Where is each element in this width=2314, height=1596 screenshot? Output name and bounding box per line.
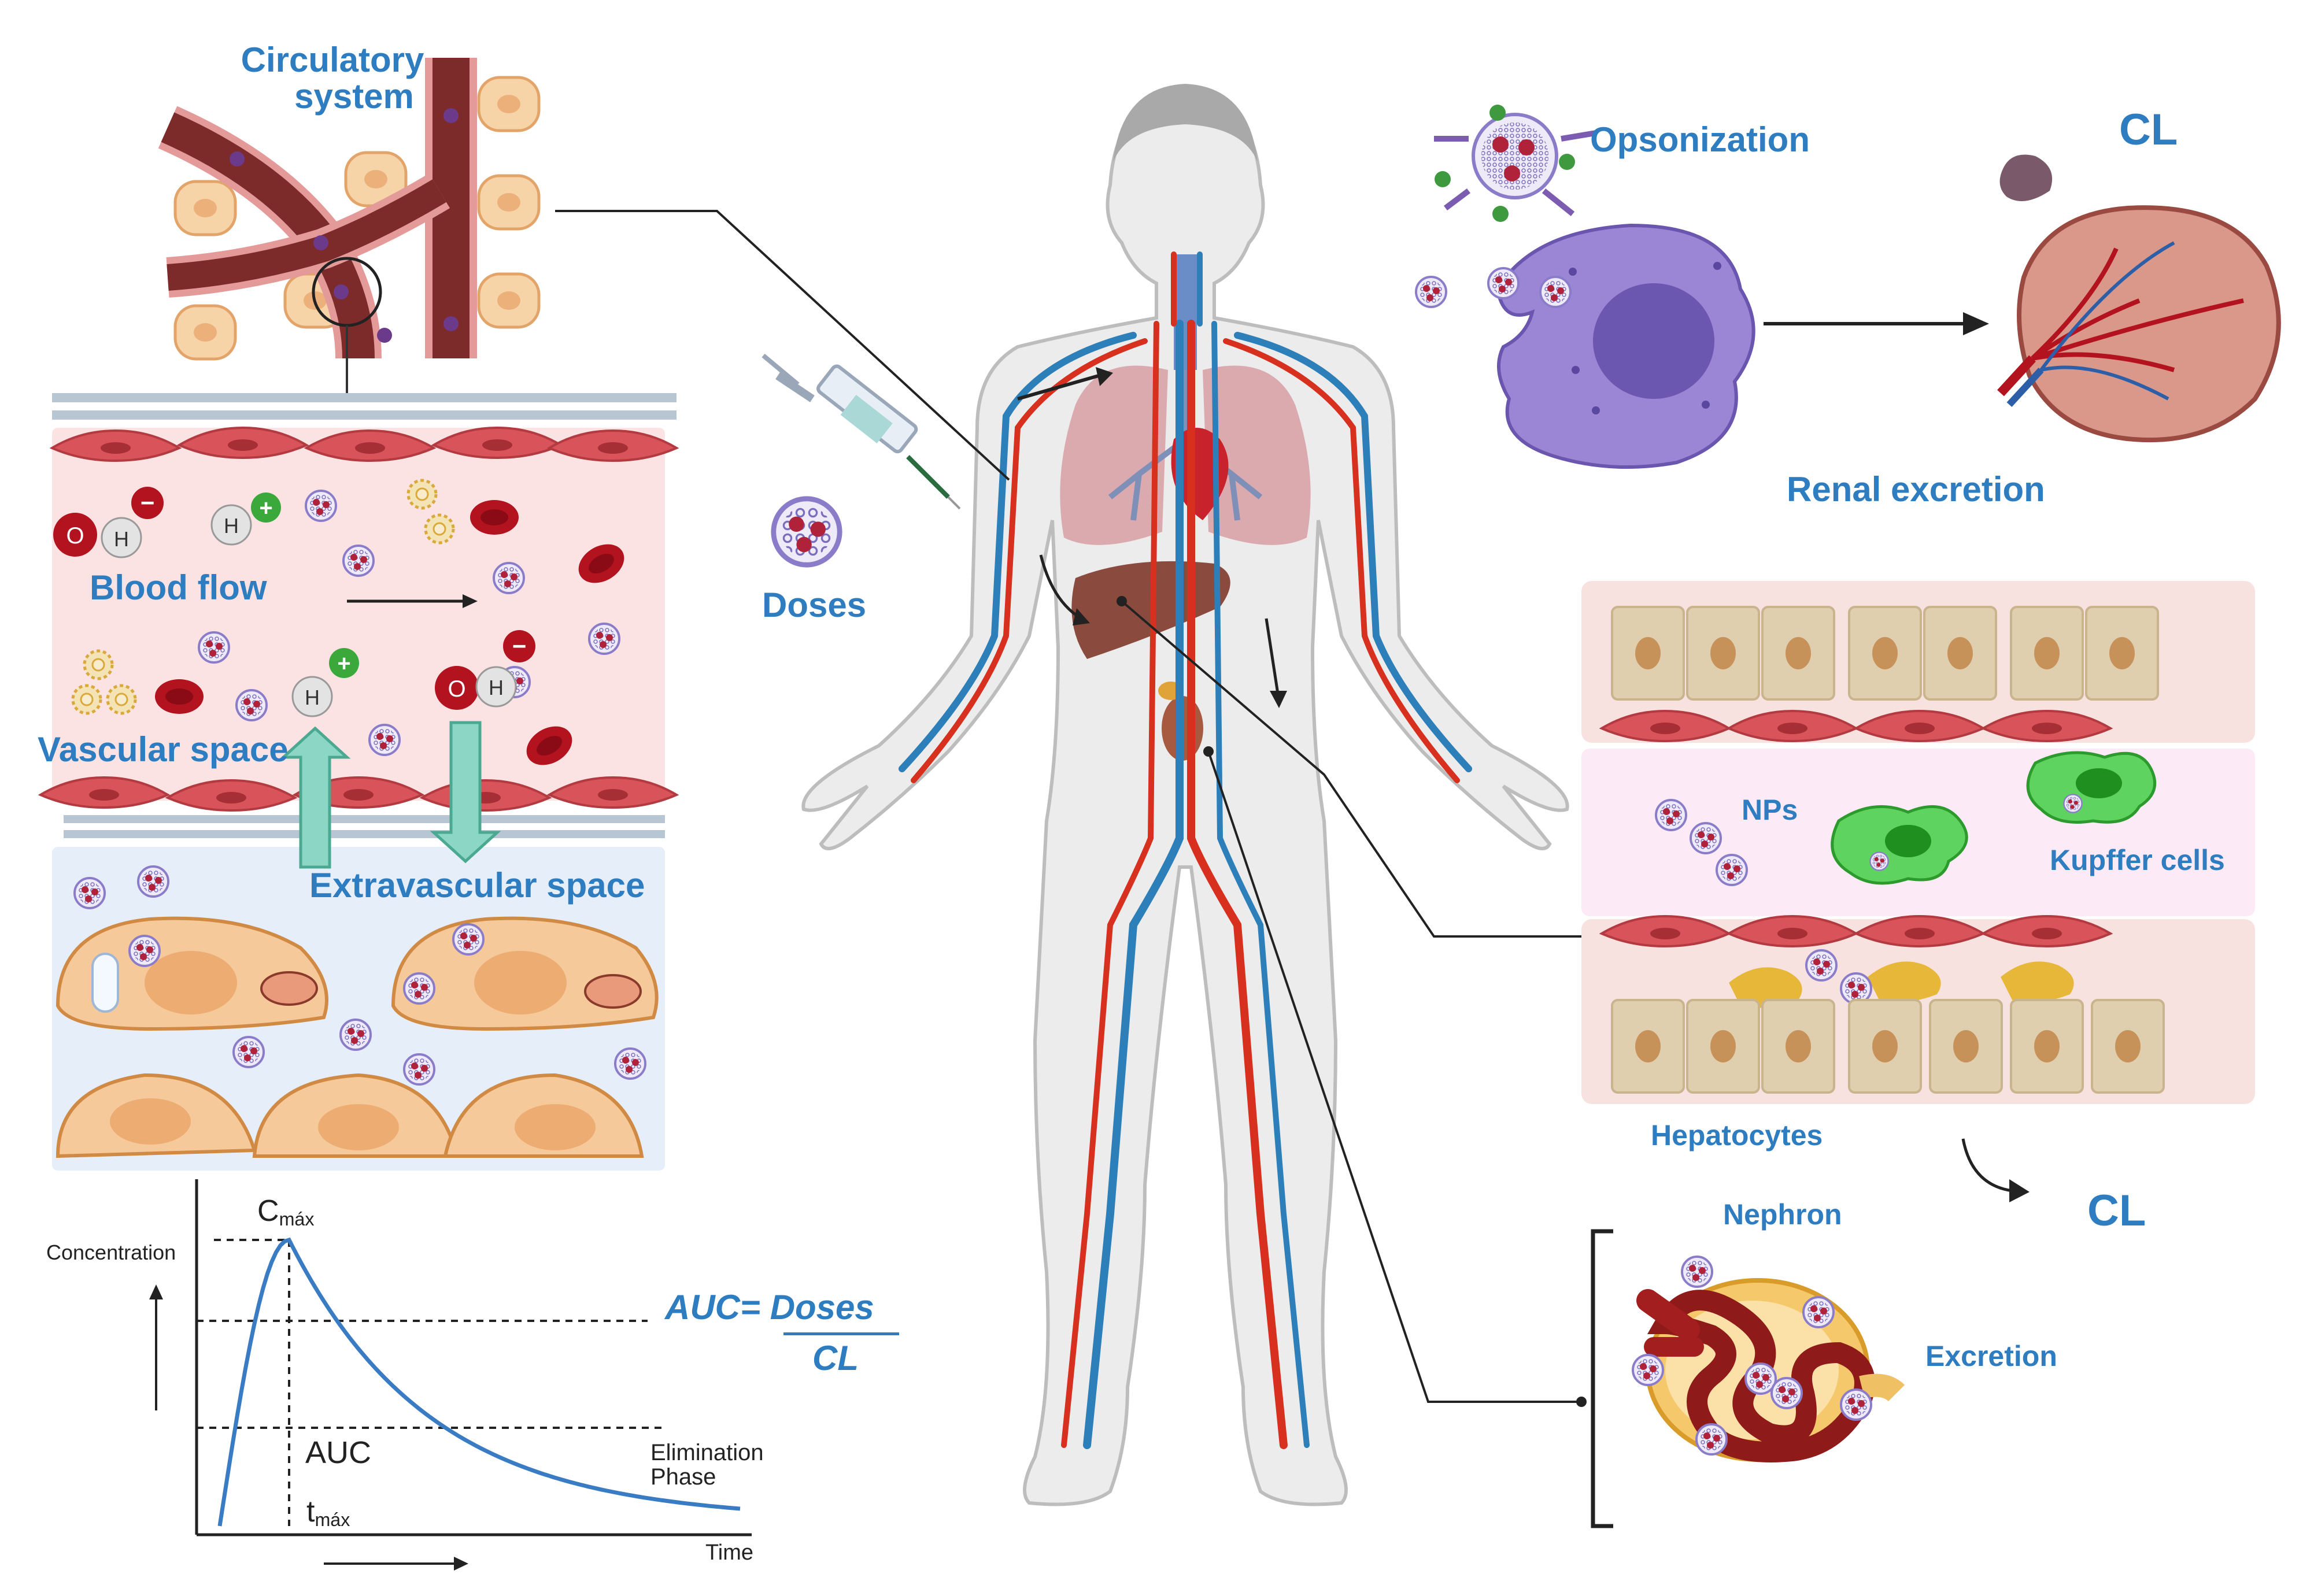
- right-lung: [1203, 365, 1311, 545]
- vascular-space-label: Vascular space: [38, 730, 289, 769]
- circulatory-system-line2: system: [294, 77, 414, 116]
- syringe: [762, 353, 961, 510]
- tmax-label: tmáx: [306, 1496, 350, 1530]
- minus-charge: [503, 630, 535, 662]
- hydrogen-atom: [101, 517, 142, 558]
- opsonization-label: Opsonization: [1590, 120, 1810, 159]
- hydrogen-atom: [475, 666, 517, 708]
- macrophage-nucleus: [1593, 283, 1714, 399]
- svg-text:+: +: [337, 651, 350, 676]
- efflux-arrow: [430, 721, 501, 864]
- tissue-cell: [479, 274, 539, 327]
- auc-formula: AUC= Doses: [665, 1288, 874, 1327]
- tissue-cell: [479, 176, 539, 229]
- svg-text:H: H: [114, 527, 129, 551]
- excretion-label: Excretion: [1925, 1340, 2057, 1372]
- svg-text:H: H: [305, 686, 320, 709]
- nephron-panel: [1591, 1229, 1905, 1528]
- cl-top-label: CL: [2119, 105, 2178, 154]
- svg-text:−: −: [512, 632, 527, 660]
- svg-text:−: −: [141, 489, 155, 516]
- vascular-panel: O H − H + H + O H −: [39, 393, 678, 1171]
- elimination-phase-label: Elimination Phase: [650, 1441, 764, 1489]
- bracket: [1591, 1229, 1613, 1528]
- svg-text:+: +: [259, 495, 272, 521]
- oxygen-atom: [435, 666, 479, 710]
- concentration-curve: [217, 1237, 741, 1527]
- pk-chart: [149, 1179, 752, 1571]
- hydrogen-atom: [210, 504, 252, 546]
- circulatory-inset: [158, 58, 539, 399]
- kupffer-cells-label: Kupffer cells: [2050, 844, 2225, 876]
- elimination-line1: Elimination: [650, 1440, 764, 1465]
- circulatory-system-line1: Circulatory: [241, 40, 424, 79]
- plus-charge: [329, 648, 359, 678]
- blood-flow-label: Blood flow: [90, 568, 267, 607]
- hydrogen-atom: [291, 676, 333, 717]
- nephron-label: Nephron: [1723, 1198, 1842, 1231]
- left-lung: [1060, 365, 1168, 545]
- y-axis-label: Concentration: [46, 1240, 176, 1264]
- auc-formula-denominator: CL: [812, 1339, 859, 1377]
- renal-excretion-label: Renal excretion: [1787, 470, 2045, 509]
- cmax-main: C: [257, 1194, 279, 1228]
- doses-label: Doses: [762, 586, 867, 624]
- stellate-cell: [1729, 967, 1802, 1008]
- connector-lines: [555, 210, 1587, 1403]
- circulatory-system-label: Circulatory system: [234, 42, 431, 114]
- cmax-label: Cmáx: [257, 1195, 314, 1230]
- hepatocytes-label: Hepatocytes: [1651, 1119, 1823, 1151]
- glomerulus: [1647, 1290, 1875, 1462]
- elimination-line2: Phase: [650, 1464, 716, 1490]
- oxygen-atom: [53, 513, 97, 557]
- extravascular-space-label: Extravascular space: [309, 866, 645, 905]
- svg-text:H: H: [224, 514, 239, 538]
- svg-text:O: O: [66, 523, 84, 549]
- cl-liver-label: CL: [2087, 1186, 2146, 1235]
- tmax-main: t: [306, 1495, 315, 1528]
- body-silhouette: [801, 90, 1569, 1506]
- tissue-cell: [175, 182, 235, 235]
- influx-arrow: [279, 726, 351, 869]
- cmax-sub: máx: [279, 1209, 315, 1230]
- tissue-cell: [479, 77, 539, 131]
- liver-sinusoid-panel: [1581, 581, 2255, 1202]
- nps-label: NPs: [1742, 794, 1798, 826]
- auc-label: AUC: [305, 1435, 372, 1470]
- small-spleen-icon: [1999, 154, 2053, 201]
- opsonization-panel: [1415, 105, 2281, 469]
- tmax-sub: máx: [315, 1509, 350, 1531]
- stellate-cell: [2001, 961, 2074, 1002]
- stellate-cell: [1868, 961, 1941, 1002]
- svg-text:H: H: [489, 676, 504, 699]
- hair: [1113, 84, 1258, 162]
- dose-nanoparticle: [774, 499, 840, 565]
- svg-text:O: O: [448, 676, 465, 702]
- formula-fraction-bar: [783, 1332, 899, 1335]
- tissue-cell: [175, 306, 235, 359]
- minus-charge: [131, 487, 164, 519]
- x-axis-label: Time: [705, 1541, 754, 1565]
- plus-charge: [251, 492, 281, 523]
- human-body: [801, 84, 1569, 1506]
